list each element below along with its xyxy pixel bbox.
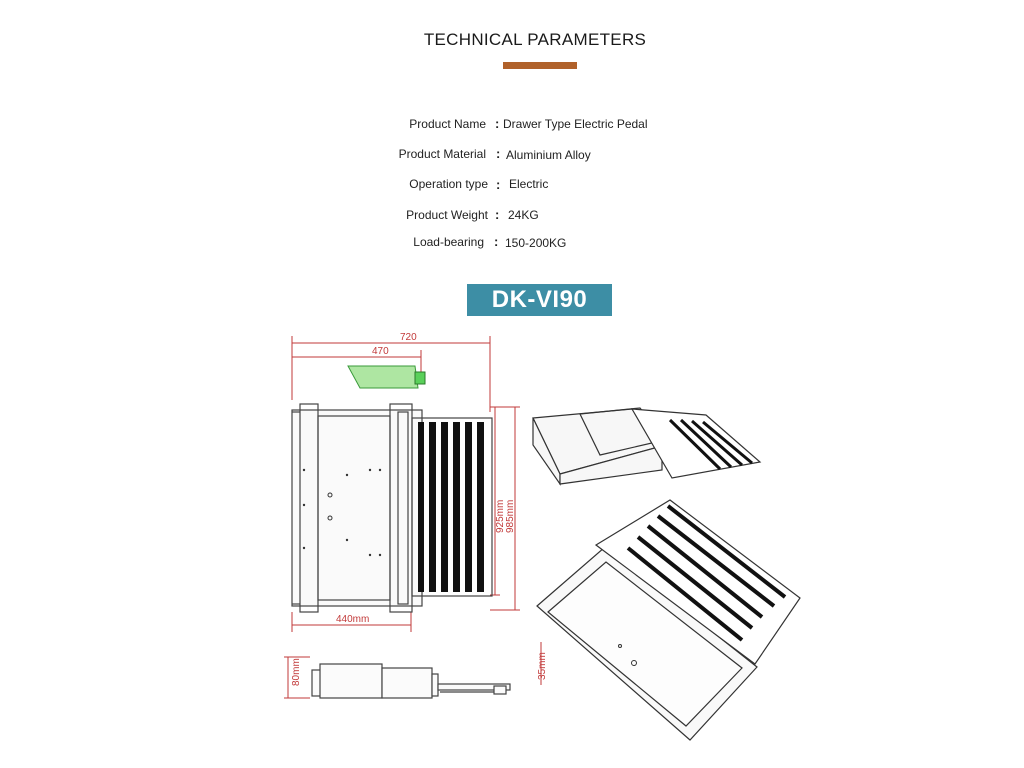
- iso-view-closed-slats: [668, 418, 753, 471]
- top-view-slats: [418, 422, 484, 592]
- dim-iso-height: 35mm: [537, 652, 548, 680]
- param-colon: :: [496, 177, 501, 192]
- dim-side-height: 80mm: [291, 658, 302, 686]
- dim-box-length: 470: [372, 346, 389, 357]
- param-colon: :: [494, 234, 499, 249]
- dim-box-width: 440mm: [336, 614, 369, 625]
- param-value: Aluminium Alloy: [506, 148, 591, 162]
- param-value: Electric: [509, 177, 549, 191]
- top-dimension-lines: [291, 336, 520, 632]
- param-colon: :: [495, 116, 500, 131]
- param-value: Drawer Type Electric Pedal: [503, 117, 648, 131]
- param-row-product-weight: Product Weight: [300, 208, 488, 228]
- model-badge: DK-VI90: [467, 284, 612, 316]
- iso-view-open: [536, 499, 801, 741]
- param-row-product-name: Product Name: [300, 117, 486, 137]
- param-label: Operation type: [409, 177, 488, 191]
- top-view-holes: [302, 468, 382, 557]
- param-colon: :: [496, 146, 501, 161]
- side-view: [311, 663, 511, 699]
- dim-overall-length: 720: [400, 332, 417, 343]
- param-row-operation-type: Operation type: [300, 177, 488, 197]
- iso-view-open-holes: [618, 644, 637, 666]
- iso-view-closed: [532, 407, 762, 486]
- param-row-product-material: Product Material: [300, 147, 486, 167]
- top-view: [291, 403, 493, 613]
- param-value: 24KG: [508, 208, 539, 222]
- param-colon: :: [495, 207, 500, 222]
- param-row-load-bearing: Load-bearing: [300, 235, 484, 255]
- iso-view-open-slats: [626, 504, 787, 642]
- param-label: Load-bearing: [413, 235, 484, 249]
- title-underline: [503, 62, 577, 69]
- page-title: TECHNICAL PARAMETERS: [423, 30, 647, 49]
- dim-step-width: 925mm: [495, 500, 506, 533]
- side-dimension-lines: [284, 656, 310, 699]
- param-value: 150-200KG: [505, 236, 567, 250]
- param-label: Product Material: [398, 147, 486, 161]
- param-label: Product Name: [409, 117, 486, 131]
- dim-overall-width: 985mm: [505, 500, 516, 533]
- param-label: Product Weight: [406, 208, 488, 222]
- motor-highlight: [347, 365, 426, 389]
